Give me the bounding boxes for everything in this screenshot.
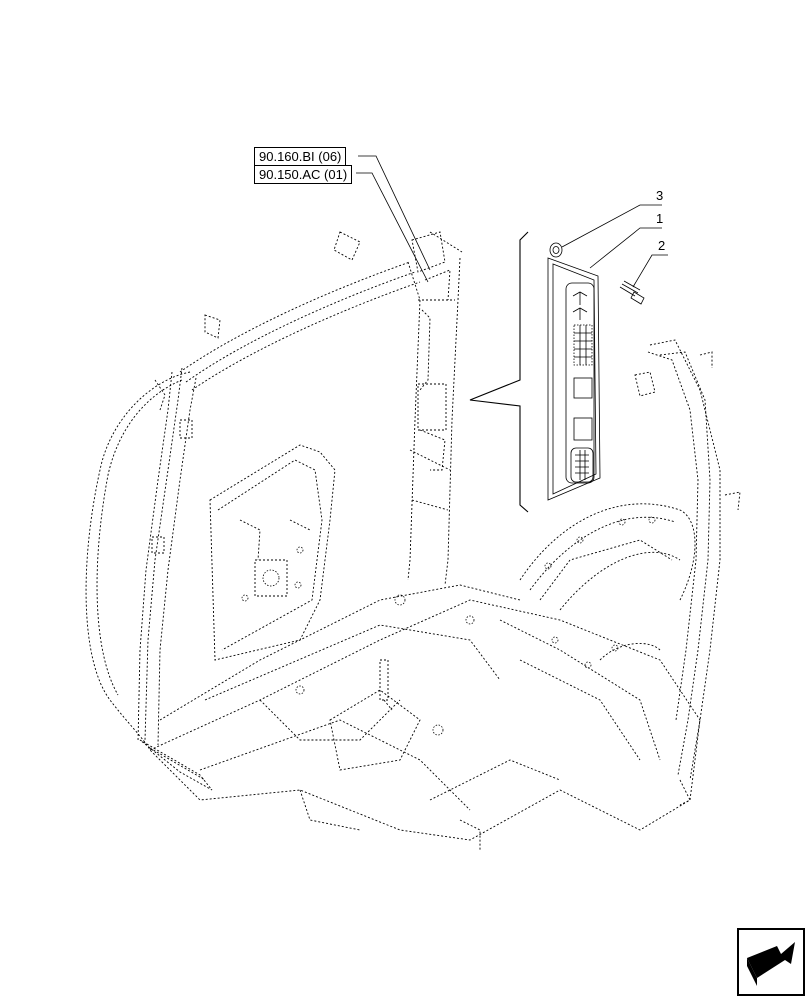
- reference-link-90-160-bi[interactable]: 90.160.BI (06): [254, 147, 347, 166]
- next-page-arrow-icon[interactable]: [737, 928, 805, 996]
- callout-number-2: 2: [658, 238, 666, 253]
- bolt-part-2: [619, 280, 645, 305]
- reference-link-90-150-ac[interactable]: 90.150.AC (01): [254, 165, 353, 184]
- roof-rail: [179, 231, 463, 391]
- control-panel-part-1: [547, 257, 601, 501]
- left-door-frame: [85, 367, 213, 791]
- reference-leaders: [356, 155, 431, 283]
- callout-number-1: 1: [656, 211, 664, 226]
- b-pillar: [407, 257, 461, 586]
- callout-number-3: 3: [656, 188, 664, 203]
- nut-part-3: [549, 242, 563, 258]
- cab-floor: [149, 584, 701, 850]
- callout-leaders: [561, 204, 668, 288]
- exploded-leader: [469, 231, 529, 513]
- right-frame: [519, 339, 741, 806]
- rear-panel: [209, 444, 336, 661]
